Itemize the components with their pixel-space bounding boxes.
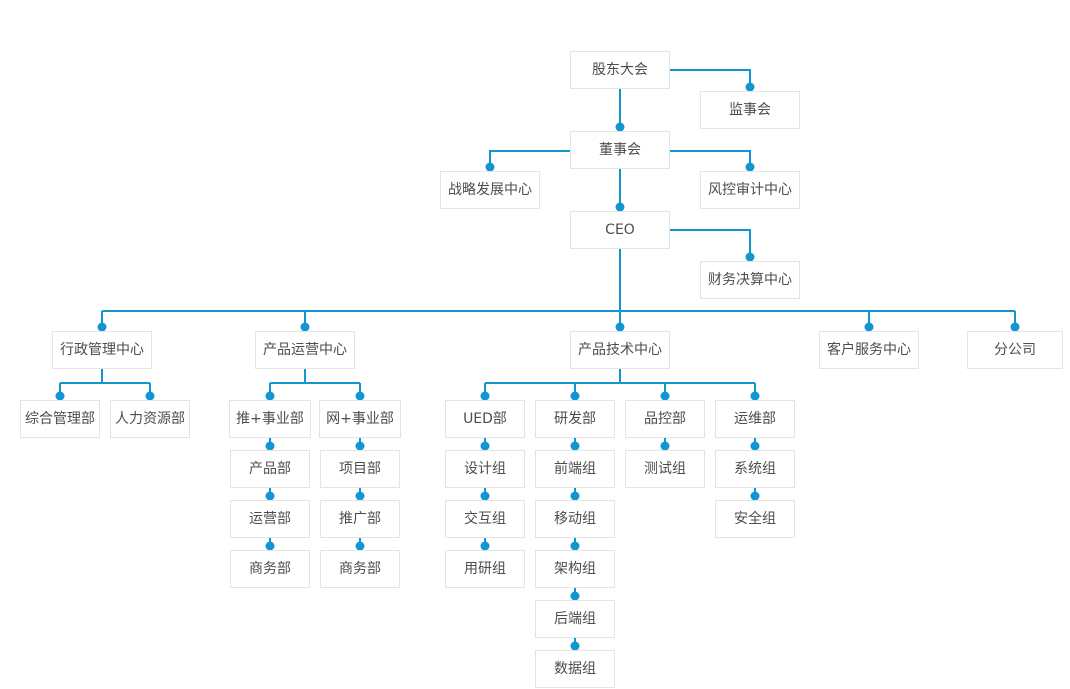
org-node-ued-dept[interactable]: UED部 [445, 400, 525, 438]
org-node-maintenance-dept[interactable]: 运维部 [715, 400, 795, 438]
org-node-board-of-directors[interactable]: 董事会 [570, 131, 670, 169]
org-node-product-dept[interactable]: 产品部 [230, 450, 310, 488]
org-node-strategy-center[interactable]: 战略发展中心 [440, 171, 540, 209]
org-node-security-team[interactable]: 安全组 [715, 500, 795, 538]
org-node-product-ops-center[interactable]: 产品运营中心 [255, 331, 355, 369]
org-node-finance-center[interactable]: 财务决算中心 [700, 261, 800, 299]
org-node-business-dept-a[interactable]: 商务部 [230, 550, 310, 588]
org-node-hr-dept[interactable]: 人力资源部 [110, 400, 190, 438]
org-node-business-dept-b[interactable]: 商务部 [320, 550, 400, 588]
org-node-tui-division[interactable]: 推+事业部 [229, 400, 311, 438]
org-node-customer-service-center[interactable]: 客户服务中心 [819, 331, 919, 369]
org-node-testing-team[interactable]: 测试组 [625, 450, 705, 488]
org-node-system-team[interactable]: 系统组 [715, 450, 795, 488]
org-node-architecture-team[interactable]: 架构组 [535, 550, 615, 588]
org-node-qc-dept[interactable]: 品控部 [625, 400, 705, 438]
org-node-project-dept[interactable]: 项目部 [320, 450, 400, 488]
org-node-product-tech-center[interactable]: 产品技术中心 [570, 331, 670, 369]
org-node-operations-dept[interactable]: 运营部 [230, 500, 310, 538]
org-node-supervisory-board[interactable]: 监事会 [700, 91, 800, 129]
org-node-mobile-team[interactable]: 移动组 [535, 500, 615, 538]
org-node-shareholders-meeting[interactable]: 股东大会 [570, 51, 670, 89]
org-node-branch-company[interactable]: 分公司 [967, 331, 1063, 369]
connector-dots [55, 82, 1020, 651]
org-node-ceo[interactable]: CEO [570, 211, 670, 249]
org-node-design-team[interactable]: 设计组 [445, 450, 525, 488]
org-node-interaction-team[interactable]: 交互组 [445, 500, 525, 538]
org-node-backend-team[interactable]: 后端组 [535, 600, 615, 638]
org-node-admin-center[interactable]: 行政管理中心 [52, 331, 152, 369]
org-node-frontend-team[interactable]: 前端组 [535, 450, 615, 488]
org-node-promotion-dept[interactable]: 推广部 [320, 500, 400, 538]
org-node-user-research-team[interactable]: 用研组 [445, 550, 525, 588]
org-node-data-team[interactable]: 数据组 [535, 650, 615, 688]
org-node-risk-audit-center[interactable]: 风控审计中心 [700, 171, 800, 209]
org-node-rd-dept[interactable]: 研发部 [535, 400, 615, 438]
org-node-general-mgmt-dept[interactable]: 综合管理部 [20, 400, 100, 438]
org-node-wang-division[interactable]: 网+事业部 [319, 400, 401, 438]
